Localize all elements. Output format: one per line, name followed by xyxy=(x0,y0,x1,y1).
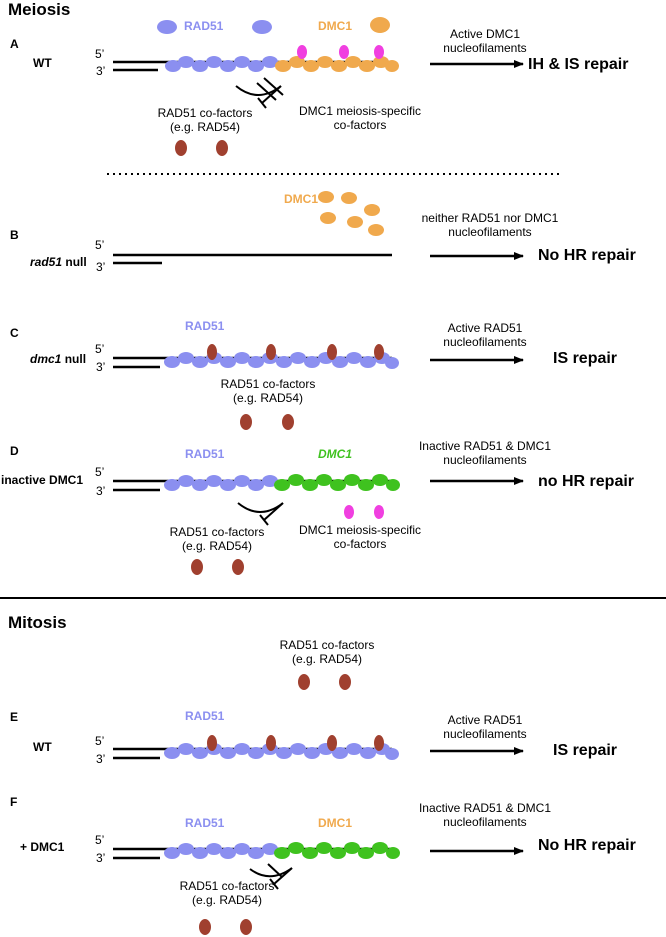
panel-b-dna xyxy=(113,253,392,265)
panel-c-rad51-filament xyxy=(164,352,399,369)
panel-a-meiosis-cofactors-bound xyxy=(297,45,384,59)
panel-f-condition: + DMC1 xyxy=(20,840,65,854)
panel-d-rad51-label: RAD51 xyxy=(185,447,225,461)
panel-f-rad51-label: RAD51 xyxy=(185,816,225,830)
panel-f-five-prime: 5’ xyxy=(95,833,105,847)
section-title-mitosis: Mitosis xyxy=(8,613,67,632)
panel-e-three-prime: 3’ xyxy=(96,752,106,766)
panel-e-five-prime: 5’ xyxy=(95,734,105,748)
panel-c-condition: dmc1 null xyxy=(30,352,87,366)
panel-f-inhibition-symbol xyxy=(249,863,293,890)
panel-b-condition: rad51 null xyxy=(30,255,87,269)
panel-f-rad51-cofactors xyxy=(199,919,252,935)
panel-d-three-prime: 3’ xyxy=(96,484,106,498)
panel-b-letter: B xyxy=(10,228,19,242)
panel-f-letter: F xyxy=(10,795,18,809)
panel-f-dmc1-label: DMC1 xyxy=(318,816,353,830)
panel-e-free-cofactors xyxy=(298,674,351,690)
panel-b-free-dmc1 xyxy=(318,191,384,236)
panel-e-bound-cofactors xyxy=(207,735,384,751)
panel-e-rad51-label: RAD51 xyxy=(185,709,225,723)
panel-d-condition: inactive DMC1 xyxy=(1,473,84,487)
panel-c-free-cofactors xyxy=(240,414,294,430)
panel-a-three-prime: 3’ xyxy=(96,64,106,78)
panel-a-condition: WT xyxy=(33,56,52,70)
panel-b-outcome: No HR repair xyxy=(538,247,636,264)
panel-a-rad51-cofactors-label: RAD51 co-factors(e.g. RAD54) xyxy=(157,106,253,134)
panel-f-dmc1-filament xyxy=(274,842,400,859)
panel-c-rad51-cofactors-label: RAD51 co-factors(e.g. RAD54) xyxy=(220,377,316,405)
panel-d-rad51-cofactors xyxy=(191,559,244,575)
panel-c-five-prime: 5’ xyxy=(95,342,105,356)
panel-d-rad51-cofactors-label: RAD51 co-factors(e.g. RAD54) xyxy=(169,525,265,553)
panel-d-letter: D xyxy=(10,444,19,458)
panel-b-dmc1-label: DMC1 xyxy=(284,192,319,206)
panel-b-five-prime: 5’ xyxy=(95,238,105,252)
panel-f-outcome: No HR repair xyxy=(538,837,636,854)
panel-e-condition: WT xyxy=(33,740,52,754)
panel-a-legend-proteins xyxy=(157,17,390,34)
panel-a-dmc1-label: DMC1 xyxy=(318,19,353,33)
panel-a-dmc1-filament xyxy=(275,56,399,72)
panel-d-meiosis-cofactors-free xyxy=(344,505,384,519)
panel-f-rad51-filament xyxy=(164,843,278,859)
panel-a-rad51-label: RAD51 xyxy=(184,19,224,33)
panel-e-outcome: IS repair xyxy=(553,742,618,759)
panel-d-inhibition-symbol xyxy=(237,502,284,526)
panel-b-three-prime: 3’ xyxy=(96,260,106,274)
panel-c-three-prime: 3’ xyxy=(96,360,106,374)
panel-c-outcome: IS repair xyxy=(553,350,618,367)
panel-a-rad51-cofactors xyxy=(175,140,228,156)
panel-d-five-prime: 5’ xyxy=(95,465,105,479)
panel-f-rad51-cofactors-label: RAD51 co-factors(e.g. RAD54) xyxy=(179,879,275,907)
panel-a-outcome: IH & IS repair xyxy=(528,56,629,73)
panel-c-bound-cofactors xyxy=(207,344,384,360)
panel-e-letter: E xyxy=(10,710,19,724)
panel-a-five-prime: 5’ xyxy=(95,47,105,61)
panel-d-rad51-filament xyxy=(164,475,278,491)
panel-d-inactive-dmc1-filament xyxy=(274,474,400,491)
panel-e-rad51-cofactors-label: RAD51 co-factors(e.g. RAD54) xyxy=(279,638,375,666)
panel-a-letter: A xyxy=(10,37,19,51)
panel-c-rad51-label: RAD51 xyxy=(185,319,225,333)
panel-d-outcome: no HR repair xyxy=(538,473,635,490)
panel-e-rad51-filament xyxy=(164,743,399,760)
section-title-meiosis: Meiosis xyxy=(8,0,71,19)
panel-c-letter: C xyxy=(10,326,19,340)
panel-a-inhibition-symbol xyxy=(235,77,284,109)
panel-d-dmc1-label: DMC1 xyxy=(318,447,353,461)
panel-f-three-prime: 3’ xyxy=(96,851,106,865)
panel-a-rad51-filament xyxy=(165,56,278,72)
